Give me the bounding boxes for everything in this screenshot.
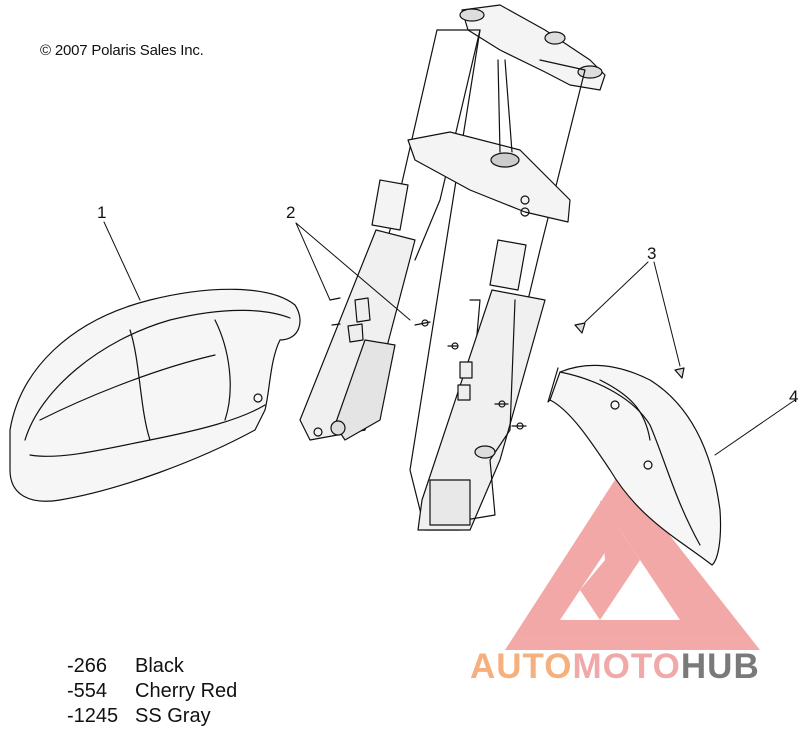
color-row-ss-gray: -1245 SS Gray [67,704,237,729]
callout-3: 3 [647,244,657,263]
leader-lines [103,221,796,456]
color-name: Cherry Red [135,680,238,702]
watermark-auto: AUTO [470,647,573,686]
fork-top-clamp [459,4,606,91]
brackets-and-bolts-right [447,342,527,430]
callout-2: 2 [286,203,296,222]
fasteners-3 [574,322,685,379]
color-name: SS Gray [135,705,211,727]
color-name: Black [135,655,184,677]
color-code: -266 [67,655,108,677]
watermark-moto: MOTO [572,647,681,686]
brackets-and-bolts-left [329,297,431,343]
front-fender-right [547,364,722,566]
color-code: -554 [67,680,108,702]
watermark-logo [505,472,760,650]
watermark-text: AUTOMOTOHUB [470,647,760,687]
watermark-hub: HUB [680,647,760,686]
color-row-black: -266 Black [67,654,237,679]
callout-4: 4 [789,387,799,406]
copyright-notice: © 2007 Polaris Sales Inc. [40,42,204,59]
color-code: -1245 [67,705,119,727]
callout-1: 1 [97,203,107,222]
fork-tube-right [417,59,586,531]
front-fender-left [9,288,301,502]
fork-lower-clamp [407,131,571,223]
color-row-cherry-red: -554 Cherry Red [67,679,237,704]
color-code-list: -266 Black -554 Cherry Red -1245 SS Gray [67,654,237,729]
